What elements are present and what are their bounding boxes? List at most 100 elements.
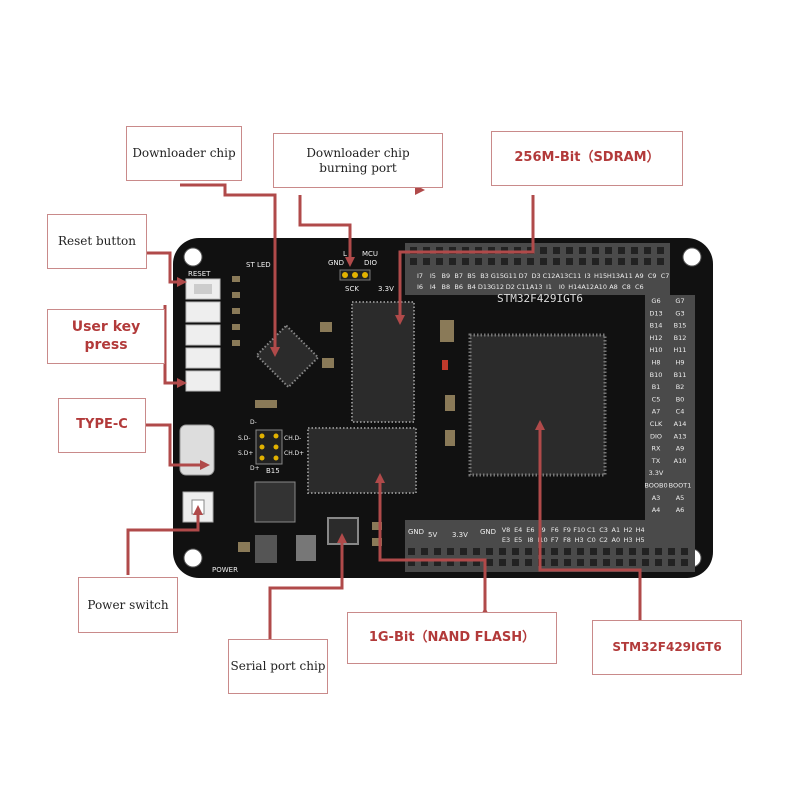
header-pin [566,258,573,265]
header-pin [618,247,625,254]
user-key-buttons [185,301,221,392]
dio-silk: DIO [364,259,377,267]
top-pin-label: C7 [661,272,670,280]
right-pin-label: C5 [652,395,661,403]
bottom-pin-label: V8 [502,526,511,534]
top-pin-label: G11 [504,272,517,280]
header-pin [566,247,573,254]
arrow-downloader-chip [180,183,280,357]
top-pin-label: I6 [417,283,423,291]
top-pin-label: B4 [467,283,476,291]
right-pin-label: H10 [649,346,662,354]
top-pin-label: D2 [506,283,515,291]
right-pin-label: A6 [676,506,685,514]
arrow-mcu [535,420,642,620]
header-pin [512,559,519,566]
callout-mcu-text: STM32F429IGT6 [612,640,722,654]
header-pin [551,559,558,566]
callout-serial-chip: Serial port chip [228,639,328,694]
sdram-mark [442,360,448,370]
callout-burning-port-text: Downloader chip burning port [306,145,410,175]
header-pin [540,247,547,254]
callout-type-c-text: TYPE-C [76,417,128,433]
header-pin [577,559,584,566]
arrow-sdram-left [395,195,535,325]
top-pin-label: D3 [532,272,541,280]
right-pin-label: BOOB0 [644,482,667,490]
right-pin-label: G7 [675,297,684,305]
usb-jumper-pins [255,429,283,465]
bottom-pin-label: H2 [623,526,632,534]
mounting-hole [183,247,203,267]
top-pin-label: B6 [454,283,463,291]
header-pin [473,559,480,566]
header-pin [618,258,625,265]
header-pin [462,258,469,265]
header-pin [681,548,688,555]
bottom-pin-label: F9 [563,526,571,534]
callout-user-key: User key press [47,309,165,364]
right-pin-label: C4 [676,408,685,416]
header-pin [447,559,454,566]
header-pin [605,247,612,254]
header-pin [605,258,612,265]
header-pin [525,548,532,555]
right-pin-label: A4 [652,506,661,514]
bottom-pin-label: F10 [573,526,585,534]
top-pin-label: C8 [622,283,631,291]
header-pin [434,559,441,566]
top-pin-label: C9 [648,272,657,280]
callout-mcu: STM32F429IGT6 [592,620,742,675]
right-pin-label: A5 [676,494,685,502]
callout-downloader-chip-text: Downloader chip [132,146,236,160]
bottom-pin-label: C2 [599,536,608,544]
bottom-pin-label: I10 [537,536,547,544]
header-pin [540,258,547,265]
top-pin-label: I7 [417,272,423,280]
burning-port-pins [339,269,371,281]
right-pin-label: B2 [676,383,685,391]
nand-flash-chip [307,427,417,494]
arrow-nand [375,473,487,618]
header-pin [421,548,428,555]
right-pin-label: A9 [676,445,685,453]
reset-silk: RESET [188,270,211,278]
v5-bottom-silk: 5V [428,531,437,539]
right-pin-label: A13 [674,432,687,440]
header-pin [473,548,480,555]
bottom-pin-label: C0 [587,536,596,544]
header-pin [486,548,493,555]
bottom-pin-label: A1 [612,526,621,534]
header-pin [512,548,519,555]
header-pin [499,548,506,555]
header-pin [551,548,558,555]
top-pin-label: A10 [594,283,607,291]
top-pin-label: A9 [635,272,644,280]
bottom-pin-row [408,548,688,566]
passive-components [232,276,455,563]
sdram-chip [351,301,415,423]
callout-power-switch-text: Power switch [87,597,169,612]
header-pin [642,548,649,555]
callout-reset-button-text: Reset button [57,234,137,248]
arrow-burning-port [298,195,355,267]
top-pin-label: I3 [585,272,591,280]
header-pin [592,258,599,265]
bottom-pin-label: E4 [514,526,522,534]
header-pin [514,258,521,265]
header-pin [499,559,506,566]
header-pin [527,258,534,265]
header-pin [486,559,493,566]
right-header-strip [645,295,695,520]
top-pin-label: B3 [480,272,489,280]
arrow-serial [268,533,347,640]
right-pin-label: A14 [674,420,687,428]
right-pin-label: CLK [650,420,663,428]
callout-sdram: 256M-Bit（SDRAM） [491,131,683,186]
header-pin [553,247,560,254]
header-pin [590,559,597,566]
top-pin-label: D13 [478,283,491,291]
top-pin-label: A12 [581,283,594,291]
